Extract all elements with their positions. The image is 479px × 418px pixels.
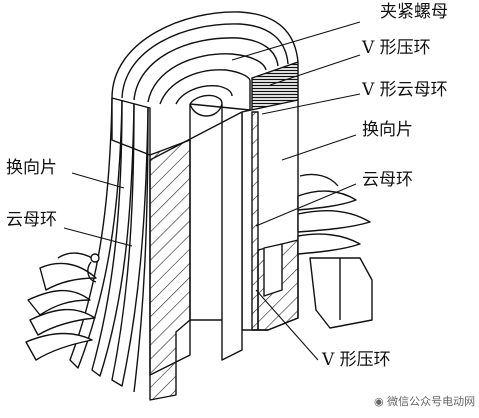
right-riser-2 xyxy=(297,210,371,233)
leader-clamp-nut xyxy=(231,21,361,61)
left-hatched-section xyxy=(149,139,191,401)
label-commutator-segment-right: 换向片 xyxy=(362,120,413,140)
right-riser-3 xyxy=(297,233,361,255)
top-ring-inner-1 xyxy=(159,69,251,105)
left-riser-4 xyxy=(39,262,97,291)
label-mica-ring-left: 云母环 xyxy=(6,210,57,230)
top-ring-layer-2 xyxy=(121,23,289,99)
watermark-text: 微信公众号电动网 xyxy=(387,395,476,408)
left-riser-1 xyxy=(27,289,91,316)
label-v-mica-ring: V 形云母环 xyxy=(362,80,448,100)
left-strip-4 xyxy=(133,107,149,393)
wechat-icon: ◉ xyxy=(374,395,384,408)
top-ring-front-left xyxy=(111,97,151,156)
leader-v-press-ring-bottom xyxy=(255,289,319,361)
left-strip-3 xyxy=(111,103,149,387)
top-ring-front-right xyxy=(189,80,251,111)
top-ring-layer-4 xyxy=(147,53,267,103)
top-ring-inner-2 xyxy=(175,85,233,105)
right-mica-stripe xyxy=(251,111,259,331)
left-strip-2 xyxy=(91,99,135,377)
right-riser-5 xyxy=(299,173,339,187)
label-clamp-nut: 夹紧螺母 xyxy=(380,2,448,22)
label-v-press-ring-top: V 形压环 xyxy=(362,38,431,58)
leader-segment-left xyxy=(71,172,125,189)
right-inner-slot xyxy=(263,243,283,297)
top-ring-inner-3 xyxy=(189,94,223,105)
label-v-press-ring-bottom: V 形压环 xyxy=(322,350,391,370)
top-ring-layer-3 xyxy=(133,37,279,101)
label-mica-ring-right: 云母环 xyxy=(362,170,413,190)
left-strip-1 xyxy=(69,97,123,369)
right-riser-1 xyxy=(297,190,357,211)
left-pin xyxy=(90,253,100,263)
left-riser-2 xyxy=(29,308,96,336)
label-commutator-segment-left: 换向片 xyxy=(6,158,57,178)
leader-mica-left xyxy=(63,227,133,247)
left-pin-hook xyxy=(87,261,97,283)
leader-mica-right xyxy=(255,183,357,227)
leader-v-press-ring-top xyxy=(269,54,361,86)
left-riser-3 xyxy=(25,332,93,361)
leader-v-mica-ring xyxy=(261,93,361,115)
bore-arc xyxy=(189,103,223,117)
watermark: ◉ 微信公众号电动网 xyxy=(374,396,475,407)
right-riser-4 xyxy=(309,257,373,329)
leader-segment-right xyxy=(281,134,357,161)
